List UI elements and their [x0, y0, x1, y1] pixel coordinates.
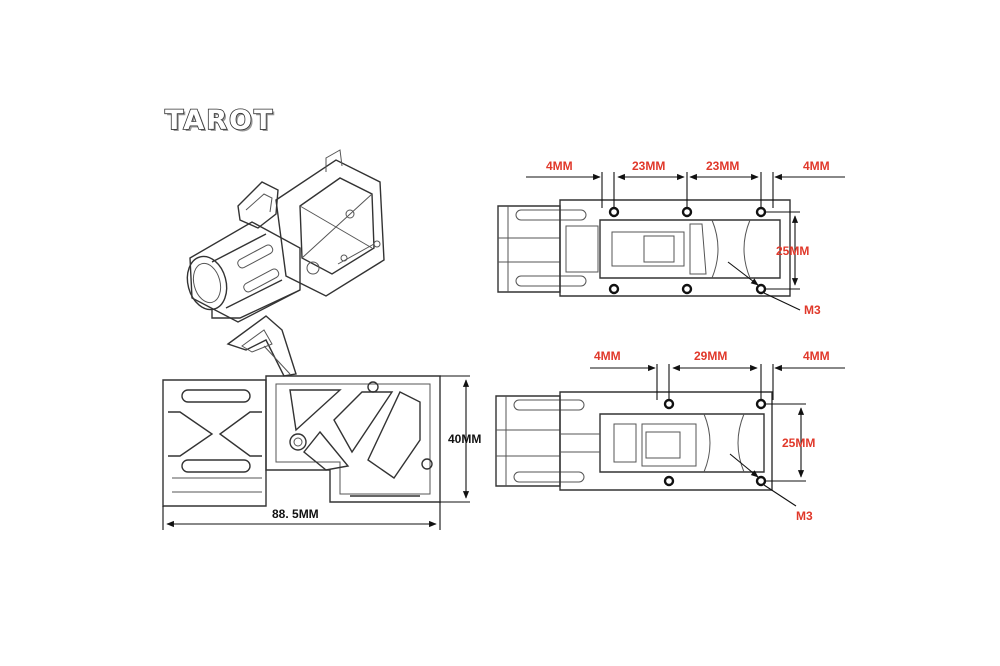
- top-view-2-height-label: 25MM: [782, 436, 815, 450]
- tarot-logo: TAROT TAROT: [164, 104, 276, 138]
- logo-text: TAROT: [165, 105, 274, 136]
- top-view-2: 4MM 29MM 4MM 25MM M3: [495, 349, 845, 523]
- top-view-1-height-label: 25MM: [776, 244, 809, 258]
- side-view-height-label: 40MM: [448, 432, 481, 446]
- top-view-1-screw-label: M3: [804, 303, 821, 317]
- top-view-1-spacing-3: 23MM: [706, 159, 739, 173]
- top-view-2-spacing-2: 29MM: [694, 349, 727, 363]
- top-view-1: 4MM 23MM 23MM 4MM 25MM M3: [497, 159, 845, 317]
- svg-text:TAROT: TAROT: [167, 107, 276, 138]
- top-view-1-spacing-1: 4MM: [546, 159, 573, 173]
- top-view-1-spacing-2: 23MM: [632, 159, 665, 173]
- side-view: 40MM 88. 5MM: [162, 315, 481, 530]
- top-view-1-spacing-4: 4MM: [803, 159, 830, 173]
- top-view-2-screw-label: M3: [796, 509, 813, 523]
- top-view-2-spacing-1: 4MM: [594, 349, 621, 363]
- side-view-width-label: 88. 5MM: [272, 507, 319, 521]
- isometric-view: [186, 149, 385, 323]
- top-view-2-spacing-3: 4MM: [803, 349, 830, 363]
